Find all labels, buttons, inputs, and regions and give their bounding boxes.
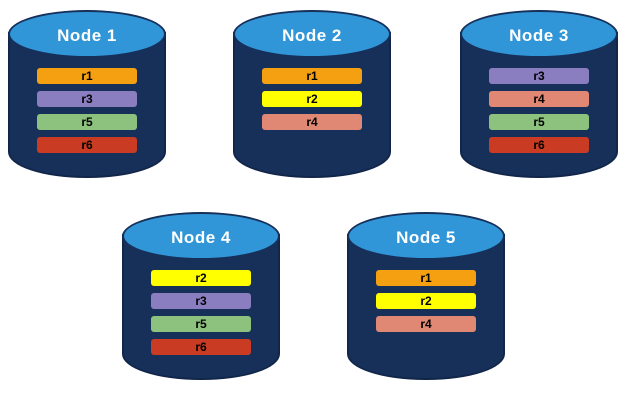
replica-list: r2 r3 r5 r6 [151, 270, 251, 355]
cylinder-top: Node 4 [122, 212, 280, 260]
cylinder-top: Node 1 [8, 10, 166, 58]
cylinder-top: Node 3 [460, 10, 618, 58]
database-node[interactable]: r3 r4 r5 r6 Node 3 [460, 10, 618, 188]
database-node[interactable]: r1 r2 r4 Node 5 [347, 212, 505, 390]
replica-bar[interactable]: r2 [151, 270, 251, 286]
replica-list: r1 r2 r4 [262, 68, 362, 130]
replica-list: r3 r4 r5 r6 [489, 68, 589, 153]
replica-bar[interactable]: r5 [37, 114, 137, 130]
replica-bar[interactable]: r4 [376, 316, 476, 332]
replica-bar[interactable]: r4 [262, 114, 362, 130]
replica-bar[interactable]: r5 [489, 114, 589, 130]
node-label: Node 3 [509, 25, 569, 45]
replica-bar[interactable]: r1 [262, 68, 362, 84]
node-label: Node 2 [282, 25, 342, 45]
replica-bar[interactable]: r4 [489, 91, 589, 107]
replica-bar[interactable]: r6 [489, 137, 589, 153]
node-label: Node 4 [171, 227, 231, 247]
cylinder-top: Node 2 [233, 10, 391, 58]
replica-bar[interactable]: r3 [37, 91, 137, 107]
database-node[interactable]: r2 r3 r5 r6 Node 4 [122, 212, 280, 390]
replica-bar[interactable]: r1 [37, 68, 137, 84]
node-label: Node 1 [57, 25, 117, 45]
replica-bar[interactable]: r3 [489, 68, 589, 84]
database-node[interactable]: r1 r2 r4 Node 2 [233, 10, 391, 188]
database-node[interactable]: r1 r3 r5 r6 Node 1 [8, 10, 166, 188]
cylinder-top: Node 5 [347, 212, 505, 260]
replica-bar[interactable]: r2 [376, 293, 476, 309]
replica-bar[interactable]: r5 [151, 316, 251, 332]
replica-bar[interactable]: r6 [151, 339, 251, 355]
replica-list: r1 r2 r4 [376, 270, 476, 332]
replica-bar[interactable]: r3 [151, 293, 251, 309]
replica-bar[interactable]: r2 [262, 91, 362, 107]
node-label: Node 5 [396, 227, 456, 247]
replica-bar[interactable]: r6 [37, 137, 137, 153]
replica-list: r1 r3 r5 r6 [37, 68, 137, 153]
replica-bar[interactable]: r1 [376, 270, 476, 286]
